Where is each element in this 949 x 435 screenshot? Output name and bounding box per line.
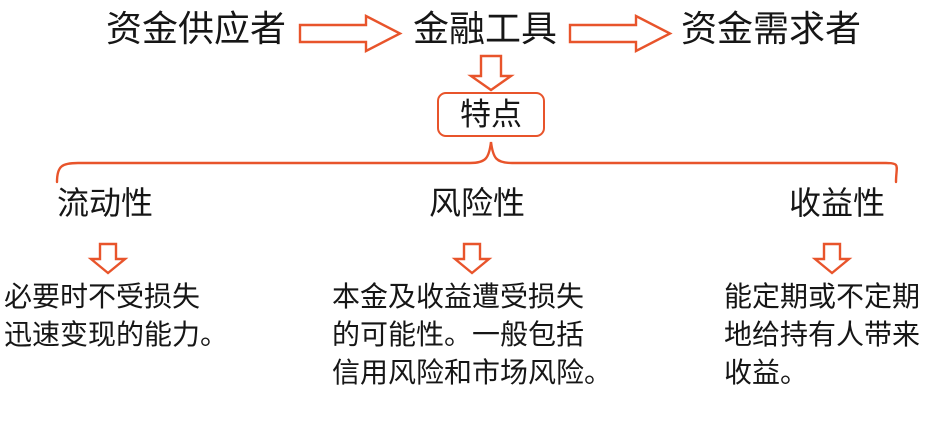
branch-heading-return: 收益性 [789, 185, 886, 221]
branch-body-liquidity: 必要时不受损失 迅速变现的能力。 [4, 279, 304, 355]
feature-node-box: 特点 [437, 92, 545, 137]
branch-body-line: 信用风险和市场风险。 [332, 358, 613, 389]
branch-body-line: 地给持有人带来 [724, 320, 921, 351]
flow-node-instrument: 金融工具 [413, 9, 558, 49]
flow-node-demander: 资金需求者 [681, 9, 862, 49]
down-block-arrow-icon [87, 242, 129, 275]
branch-body-line: 必要时不受损失 [4, 282, 201, 313]
branch-body-risk: 本金及收益遭受损失 的可能性。一般包括 信用风险和市场风险。 [332, 279, 672, 393]
branch-body-line: 的可能性。一般包括 [332, 320, 585, 351]
branch-body-line: 收益。 [724, 358, 809, 389]
branch-body-line: 本金及收益遭受损失 [332, 282, 585, 313]
branch-body-return: 能定期或不定期 地给持有人带来 收益。 [724, 279, 949, 393]
down-block-arrow-icon [467, 54, 515, 92]
right-block-arrow-icon [568, 14, 673, 53]
branch-body-line: 能定期或不定期 [724, 282, 921, 313]
branch-body-line: 迅速变现的能力。 [4, 320, 229, 351]
branch-heading-risk: 风险性 [429, 185, 526, 221]
branch-heading-liquidity: 流动性 [57, 185, 154, 221]
three-way-brace-icon [55, 141, 898, 184]
feature-node-label: 特点 [460, 97, 522, 132]
down-block-arrow-icon [811, 242, 853, 275]
right-block-arrow-icon [298, 14, 403, 53]
down-block-arrow-icon [451, 242, 493, 275]
flow-node-supplier: 资金供应者 [106, 9, 287, 49]
